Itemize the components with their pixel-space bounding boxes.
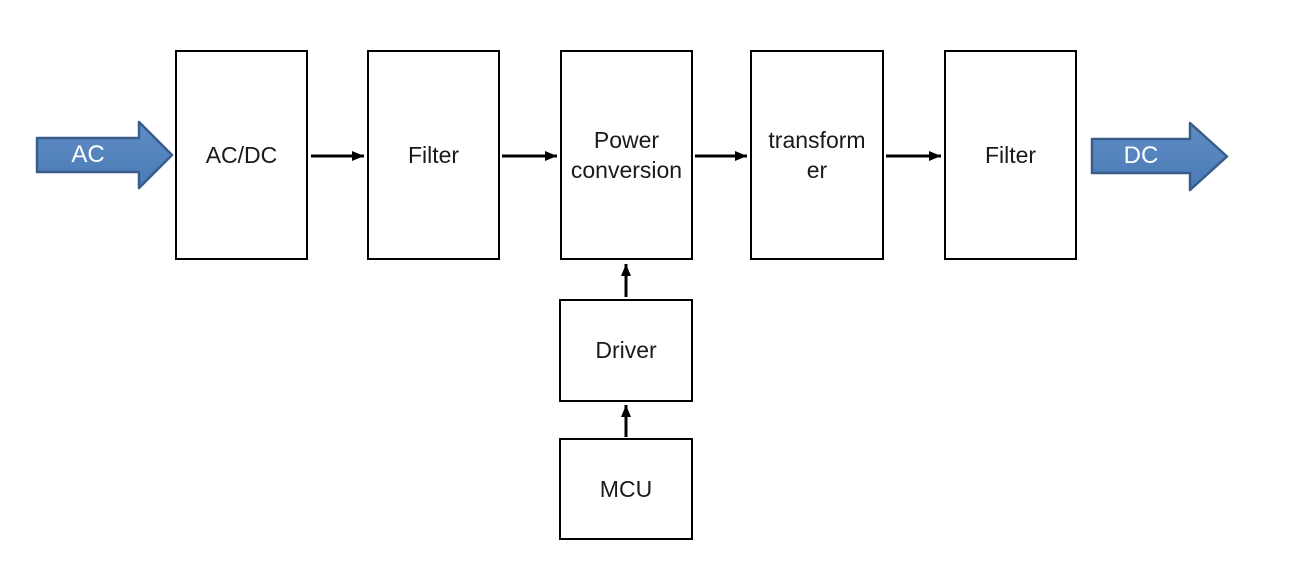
block-filter-2: Filter bbox=[944, 50, 1077, 260]
ac-input-label: AC bbox=[71, 141, 105, 168]
block-acdc-label: AC/DC bbox=[205, 141, 278, 168]
block-mcu-label: MCU bbox=[599, 475, 653, 502]
block-power-conversion-label: Power conversion bbox=[570, 126, 683, 183]
block-acdc: AC/DC bbox=[175, 50, 308, 260]
block-transformer: transform er bbox=[750, 50, 884, 260]
dc-output-label: DC bbox=[1123, 142, 1159, 169]
block-filter-2-label: Filter bbox=[984, 141, 1037, 168]
block-driver-label: Driver bbox=[595, 337, 657, 364]
block-transformer-label: transform er bbox=[768, 126, 866, 183]
block-power-conversion: Power conversion bbox=[560, 50, 693, 260]
ac-input-block-arrow bbox=[35, 120, 174, 190]
block-filter-1-label: Filter bbox=[407, 141, 460, 168]
block-driver: Driver bbox=[559, 299, 693, 402]
block-filter-1: Filter bbox=[367, 50, 500, 260]
block-mcu: MCU bbox=[559, 438, 693, 540]
dc-output-block-arrow bbox=[1090, 121, 1229, 192]
